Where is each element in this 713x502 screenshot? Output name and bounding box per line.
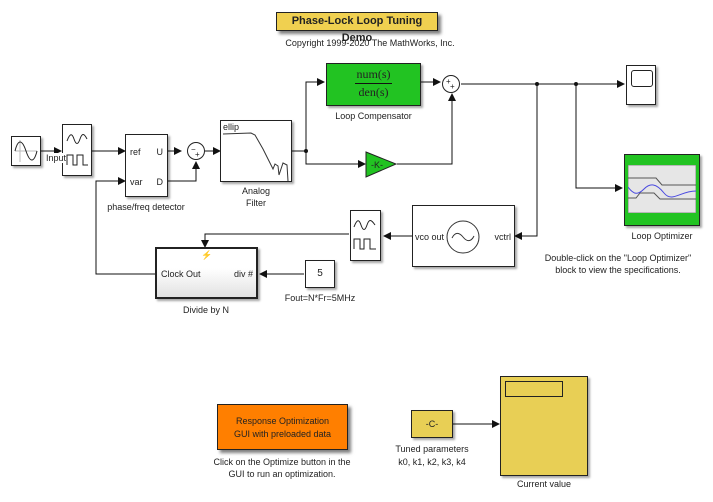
tuned-parameters-block[interactable]: -C- — [411, 410, 453, 438]
plus-sign: + — [195, 150, 200, 159]
current-value-display[interactable] — [500, 376, 588, 476]
sum-block-2[interactable]: + + — [442, 75, 460, 93]
constant-block[interactable]: 5 — [305, 260, 335, 288]
compensator-label: Loop Compensator — [335, 111, 412, 121]
gain-value: -K- — [371, 160, 383, 170]
scope-icon — [631, 70, 653, 87]
oscillator-icon — [446, 220, 480, 254]
filter-type: ellip — [223, 122, 240, 132]
plus-sign: + — [446, 77, 451, 86]
response-opt-note-2: GUI to run an optimization. — [228, 469, 336, 479]
wire-clock-to-var — [95, 177, 155, 275]
port-ref: ref — [130, 147, 141, 157]
sine-to-square-block-2[interactable] — [350, 210, 381, 261]
wire-to-vctrl — [514, 84, 538, 240]
input-port-label: Input — [46, 153, 67, 163]
wire-to-optimizer — [575, 84, 623, 192]
gain-block[interactable]: -K- — [365, 151, 399, 179]
port-u: U — [156, 147, 164, 157]
port-vctrl: vctrl — [494, 232, 512, 242]
wire-to-gain — [305, 151, 366, 168]
wire-gain-to-sum2 — [397, 93, 456, 165]
sine-wave-icon — [14, 140, 38, 162]
loop-compensator-block[interactable]: num(s) den(s) — [326, 63, 421, 106]
divider-label: Divide by N — [182, 305, 229, 315]
port-vco-out: vco out — [415, 232, 445, 242]
sine-to-square-block[interactable] — [62, 124, 92, 176]
wire-to-compensator — [305, 78, 325, 151]
branch-point — [304, 149, 308, 153]
response-opt-note-1: Click on the Optimize button in the — [213, 457, 351, 467]
response-plot-icon — [628, 165, 696, 213]
trigger-icon: ⚡ — [201, 250, 213, 260]
filter-label-2: Filter — [246, 198, 266, 208]
wire-d-to-sum — [168, 161, 200, 182]
response-optimization-button[interactable]: Response Optimization GUI with preloaded… — [217, 404, 348, 450]
analog-filter-block[interactable]: ellip — [220, 120, 292, 182]
diagram-title: Phase-Lock Loop Tuning Demo — [276, 12, 438, 44]
pfd-label: phase/freq detector — [107, 202, 185, 212]
numerator: num(s) — [356, 67, 391, 81]
filter-label-1: Analog — [241, 186, 271, 196]
minus-sign: − — [191, 145, 196, 154]
copyright-text: Copyright 1999-2020 The MathWorks, Inc. — [285, 38, 455, 48]
constant-label: Fout=N*Fr=5MHz — [284, 293, 356, 303]
response-opt-line2: GUI with preloaded data — [233, 429, 332, 439]
port-d: D — [156, 177, 164, 187]
display-label: Current value — [516, 479, 572, 489]
optimizer-note-2: block to view the specifications. — [555, 265, 681, 275]
loop-optimizer-block[interactable] — [624, 154, 700, 226]
port-div: div # — [233, 269, 253, 279]
sine-square-icon — [66, 134, 88, 166]
display-readout — [505, 381, 563, 397]
response-opt-line1: Response Optimization — [235, 416, 330, 426]
port-var: var — [130, 177, 143, 187]
tuned-params-label-2: k0, k1, k2, k3, k4 — [398, 457, 466, 467]
branch-point — [574, 82, 578, 86]
fraction-bar — [355, 83, 392, 84]
vco-block[interactable]: vco out vctrl — [412, 205, 515, 267]
sum-block-1[interactable]: − + — [187, 142, 205, 160]
sine-wave-source-block[interactable] — [11, 136, 41, 166]
plus-sign: + — [450, 82, 455, 91]
optimizer-label: Loop Optimizer — [631, 231, 693, 241]
optimizer-note-1: Double-click on the "Loop Optimizer" — [544, 253, 692, 263]
branch-point — [535, 82, 539, 86]
sine-square-icon — [353, 220, 376, 250]
filter-response-icon — [222, 132, 289, 181]
tuned-params-label-1: Tuned parameters — [395, 444, 469, 454]
scope-block[interactable] — [626, 65, 656, 105]
port-clock-out: Clock Out — [161, 269, 201, 279]
denominator: den(s) — [358, 85, 389, 99]
phase-freq-detector-block[interactable]: ref U var D — [125, 134, 168, 197]
divide-by-n-block[interactable]: ⚡ Clock Out div # — [155, 247, 258, 299]
wire-to-trigger — [201, 233, 349, 248]
